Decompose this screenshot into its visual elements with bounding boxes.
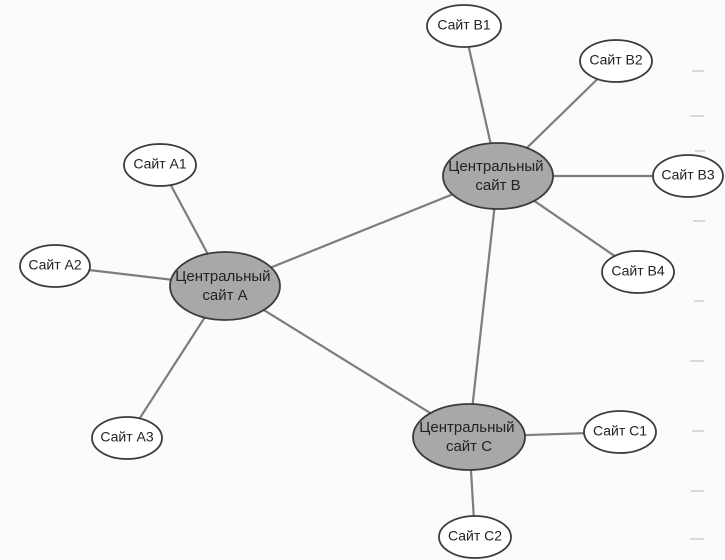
site-b4-label: Сайт В4 <box>611 263 665 279</box>
page-edge-texture <box>690 70 705 540</box>
site-a1-label: Сайт А1 <box>133 156 187 172</box>
site-node-a1: Сайт А1 <box>123 143 197 187</box>
hub-c-ellipse <box>412 403 526 471</box>
hub-a-label-line2: сайт А <box>202 287 247 304</box>
site-c2-label: Сайт С2 <box>448 528 502 544</box>
connections <box>53 24 690 539</box>
hub-node-a: Центральный сайт А <box>169 251 281 321</box>
site-b1-ellipse <box>426 4 502 48</box>
hub-node-b: Центральный сайт В <box>442 142 554 210</box>
site-node-a3: Сайт А3 <box>91 416 163 460</box>
hub-b-label-line1: Центральный <box>448 158 543 175</box>
hub-a-ellipse <box>169 251 281 321</box>
site-node-b4: Сайт В4 <box>601 250 675 294</box>
site-c1-label: Сайт С1 <box>593 423 647 439</box>
site-node-b1: Сайт В1 <box>426 4 502 48</box>
site-node-c2: Сайт С2 <box>438 515 512 559</box>
hub-b-label: Центральный сайт В <box>448 158 547 194</box>
site-a2-ellipse <box>19 244 91 288</box>
hub-a-label: Центральный сайт А <box>175 268 274 304</box>
site-node-b2: Сайт В2 <box>579 39 653 83</box>
hub-c-label-line2: сайт С <box>446 438 492 455</box>
site-node-b3: Сайт В3 <box>652 154 724 198</box>
link-hub-a-hub-c <box>223 284 471 439</box>
site-node-c1: Сайт С1 <box>583 410 657 454</box>
site-b3-ellipse <box>652 154 724 198</box>
site-b2-ellipse <box>579 39 653 83</box>
hub-a-label-line1: Центральный <box>175 268 270 285</box>
site-a1-ellipse <box>123 143 197 187</box>
site-b1-label: Сайт В1 <box>437 17 491 33</box>
site-c1-ellipse <box>583 410 657 454</box>
hub-c-label: Центральный сайт С <box>419 419 518 455</box>
site-node-a2: Сайт А2 <box>19 244 91 288</box>
site-a2-label: Сайт А2 <box>28 257 82 273</box>
hub-c-label-line1: Центральный <box>419 419 514 436</box>
site-b3-label: Сайт В3 <box>661 167 715 183</box>
site-b2-label: Сайт В2 <box>589 52 643 68</box>
hub-b-ellipse <box>442 142 554 210</box>
site-c2-ellipse <box>438 515 512 559</box>
hub-b-label-line2: сайт В <box>475 177 520 194</box>
hub-node-c: Центральный сайт С <box>412 403 526 471</box>
site-a3-label: Сайт А3 <box>100 429 154 445</box>
site-b4-ellipse <box>601 250 675 294</box>
site-a3-ellipse <box>91 416 163 460</box>
link-hub-b-hub-c <box>467 174 500 439</box>
